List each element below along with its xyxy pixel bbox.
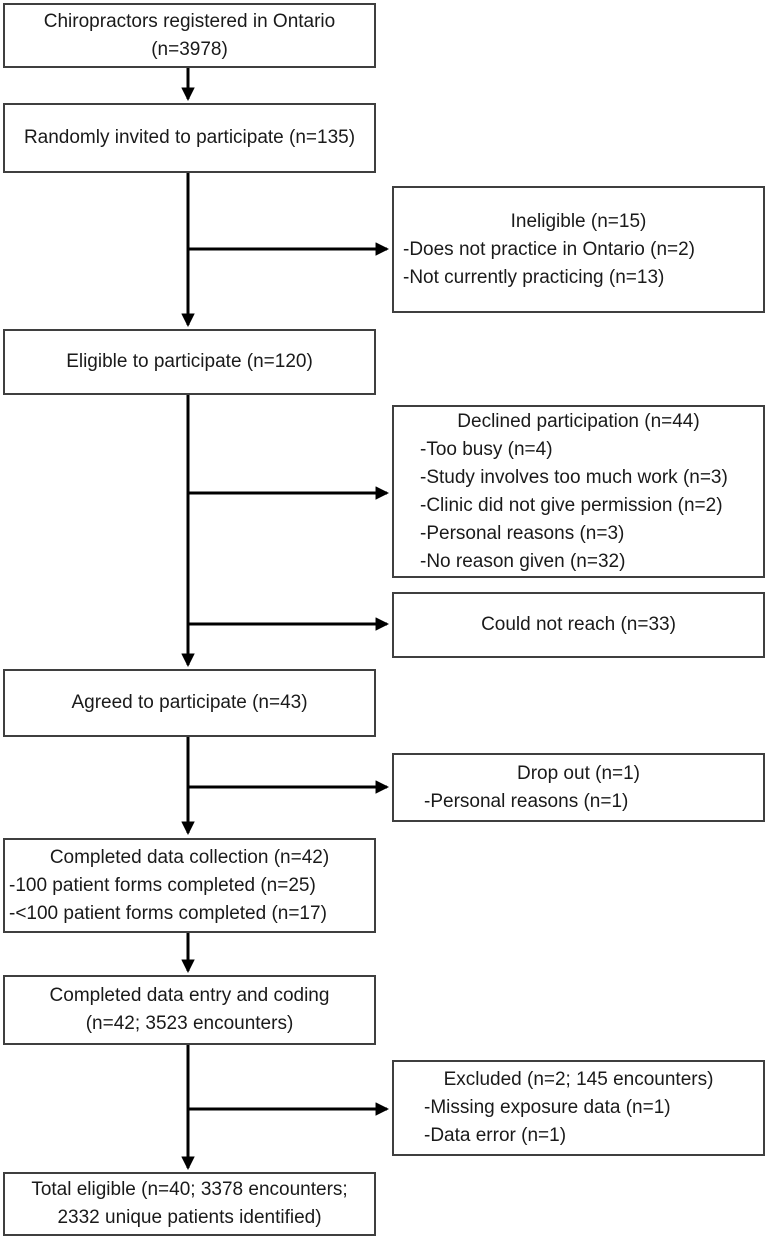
box-data-entry-line-2: (n=42; 3523 encounters) (85, 1013, 294, 1034)
box-declined-item-1: -Too busy (n=4) (420, 438, 553, 460)
box-registered-line-1: Chiropractors registered in Ontario (43, 10, 336, 32)
box-declined: Declined participation (n=44) -Too busy … (392, 405, 765, 578)
box-drop-out: Drop out (n=1) -Personal reasons (n=1) (392, 753, 765, 822)
box-data-collection-title: Completed data collection (n=42) (49, 846, 330, 868)
box-invited: Randomly invited to participate (n=135) (3, 103, 376, 173)
box-data-collection-item-2: -<100 patient forms completed (n=17) (9, 902, 327, 924)
box-declined-item-2: -Study involves too much work (n=3) (420, 466, 728, 488)
box-eligible-line-1: Eligible to participate (n=120) (66, 351, 313, 372)
box-ineligible-item-1: -Does not practice in Ontario (n=2) (403, 238, 695, 260)
box-data-entry: Completed data entry and coding (n=42; 3… (3, 975, 376, 1045)
box-declined-item-5: -No reason given (n=32) (420, 550, 626, 572)
box-excluded: Excluded (n=2; 145 encounters) -Missing … (392, 1060, 765, 1156)
box-drop-out-title: Drop out (n=1) (516, 762, 641, 784)
box-declined-title: Declined participation (n=44) (457, 410, 700, 432)
box-registered: Chiropractors registered in Ontario (n=3… (3, 3, 376, 68)
box-total-eligible-line-2: 2332 unique patients identified) (57, 1207, 322, 1228)
box-declined-item-4: -Personal reasons (n=3) (420, 522, 625, 544)
box-total-eligible-line-1: Total eligible (n=40; 3378 encounters; (31, 1179, 348, 1200)
box-invited-line-1: Randomly invited to participate (n=135) (23, 127, 356, 148)
box-data-entry-line-1: Completed data entry and coding (49, 985, 330, 1006)
box-excluded-item-2: -Data error (n=1) (424, 1125, 567, 1146)
box-drop-out-item-1: -Personal reasons (n=1) (424, 790, 629, 812)
box-data-collection-item-1: -100 patient forms completed (n=25) (9, 874, 316, 896)
box-could-not-reach: Could not reach (n=33) (392, 592, 765, 658)
box-agreed-line-1: Agreed to participate (n=43) (71, 692, 308, 713)
box-ineligible-title: Ineligible (n=15) (510, 210, 647, 232)
box-could-not-reach-line-1: Could not reach (n=33) (481, 614, 676, 635)
box-eligible: Eligible to participate (n=120) (3, 329, 376, 395)
box-ineligible: Ineligible (n=15) -Does not practice in … (392, 186, 765, 313)
box-registered-line-2: (n=3978) (151, 38, 228, 60)
box-declined-item-3: -Clinic did not give permission (n=2) (420, 494, 723, 516)
box-total-eligible: Total eligible (n=40; 3378 encounters; 2… (3, 1172, 376, 1236)
box-excluded-item-1: -Missing exposure data (n=1) (424, 1097, 671, 1118)
box-agreed: Agreed to participate (n=43) (3, 669, 376, 737)
box-excluded-title: Excluded (n=2; 145 encounters) (443, 1069, 714, 1090)
box-data-collection: Completed data collection (n=42) -100 pa… (3, 838, 376, 933)
box-ineligible-item-2: -Not currently practicing (n=13) (403, 266, 665, 288)
